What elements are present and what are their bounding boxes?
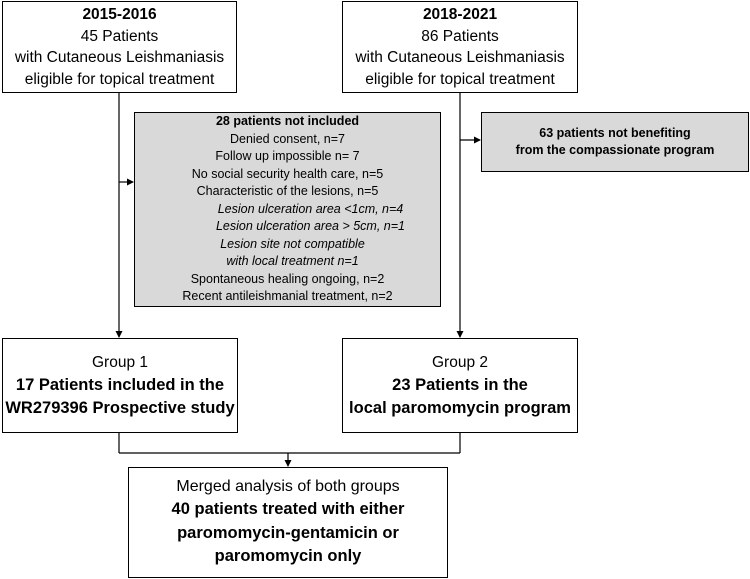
group1-box: Group 1 17 Patients included in the WR27… bbox=[2, 338, 238, 433]
group2-line1: 23 Patients in the bbox=[392, 375, 528, 394]
merged-line2: paromomycin-gentamicin or bbox=[177, 523, 399, 542]
excluded-sub-item: Lesion site not compatible bbox=[220, 236, 365, 251]
excluded-item: No social security health care, n=5 bbox=[191, 166, 384, 181]
right-cohort-line3: eligible for topical treatment bbox=[365, 70, 555, 88]
excluded-item: Denied consent, n=7 bbox=[229, 131, 345, 146]
merged-analysis-box: Merged analysis of both groups 40 patien… bbox=[128, 467, 448, 578]
group1-line2: WR279396 Prospective study bbox=[5, 398, 235, 417]
right-cohort-period: 2018-2021 bbox=[422, 6, 498, 23]
excluded-right-line1: 63 patients not benefiting bbox=[539, 125, 691, 140]
excluded-item: Spontaneous healing ongoing, n=2 bbox=[190, 271, 385, 286]
right-cohort-line2: with Cutaneous Leishmaniasis bbox=[355, 49, 565, 66]
excluded-sub-item: Lesion ulceration area > 5cm, n=1 bbox=[215, 219, 405, 234]
excluded-item: Recent antileishmanial treatment, n=2 bbox=[182, 289, 393, 304]
excluded-right-box: 63 patients not benefiting from the comp… bbox=[481, 112, 749, 172]
merged-line1: 40 patients treated with either bbox=[171, 500, 405, 519]
excluded-left-title: 28 patients not included bbox=[215, 114, 360, 129]
merged-label: Merged analysis of both groups bbox=[176, 478, 400, 496]
excluded-item: Follow up impossible n= 7 bbox=[215, 149, 360, 164]
right-cohort-box: 2018-2021 86 Patients with Cutaneous Lei… bbox=[342, 1, 578, 93]
right-cohort-count: 86 Patients bbox=[421, 27, 499, 45]
group1-label: Group 1 bbox=[91, 353, 148, 371]
left-cohort-line2: with Cutaneous Leishmaniasis bbox=[14, 49, 225, 66]
left-cohort-count: 45 Patients bbox=[80, 27, 159, 45]
excluded-sub-item: with local treatment n=1 bbox=[226, 254, 359, 269]
group2-label: Group 2 bbox=[431, 353, 488, 371]
merged-line3: paromomycin only bbox=[214, 547, 362, 566]
group1-line1: 17 Patients included in the bbox=[15, 375, 225, 394]
left-cohort-box: 2015-2016 45 Patients with Cutaneous Lei… bbox=[2, 1, 237, 93]
group2-line2: local paromomycin program bbox=[349, 398, 571, 417]
excluded-left-box: 28 patients not included Denied consent,… bbox=[134, 112, 441, 307]
excluded-right-line2: from the compassionate program bbox=[515, 143, 715, 157]
excluded-item: Characteristic of the lesions, n=5 bbox=[196, 184, 379, 199]
excluded-sub-item: Lesion ulceration area <1cm, n=4 bbox=[217, 201, 404, 216]
group2-box: Group 2 23 Patients in the local paromom… bbox=[342, 338, 578, 433]
left-cohort-period: 2015-2016 bbox=[82, 6, 157, 23]
left-cohort-line3: eligible for topical treatment bbox=[24, 70, 215, 88]
